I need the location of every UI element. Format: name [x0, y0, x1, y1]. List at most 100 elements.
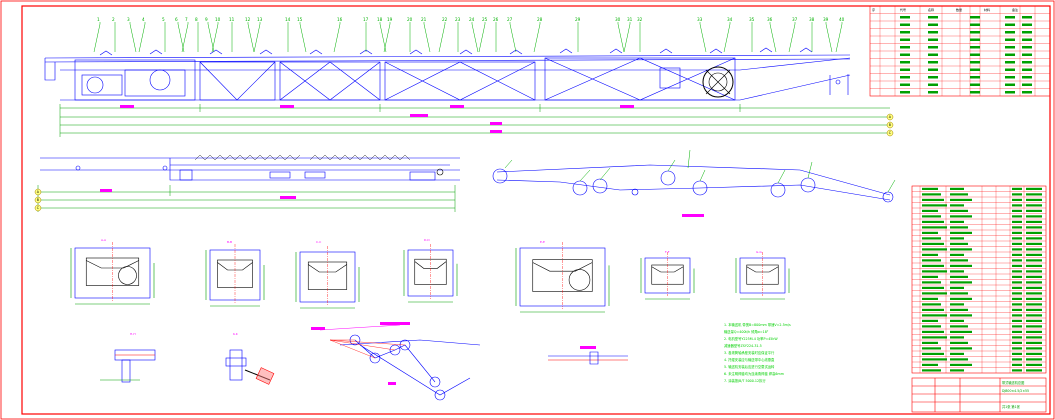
section-view	[70, 242, 155, 305]
callout-number: 16	[337, 17, 343, 22]
svg-text:C: C	[37, 206, 40, 210]
section-label-g: G-G	[756, 250, 762, 254]
callout-number: 3	[127, 17, 130, 22]
callout-number: 15	[297, 17, 303, 22]
plan-view	[40, 154, 460, 181]
callout-number: 34	[727, 17, 733, 22]
callout-number: 39	[823, 17, 829, 22]
main-elevation-view	[44, 47, 851, 101]
detail-view-k	[225, 349, 275, 385]
section-label-e: E-E	[540, 240, 545, 244]
main-dimension-text	[120, 105, 634, 133]
callout-number: 10	[215, 17, 221, 22]
section-view	[640, 252, 695, 300]
svg-text:B: B	[37, 198, 39, 202]
callout-number: 30	[615, 17, 621, 22]
callout-number: 38	[809, 17, 815, 22]
callout-number: 35	[749, 17, 755, 22]
callout-number: 4	[142, 17, 145, 22]
callout-number: 7	[185, 17, 188, 22]
note-line: 3. 各滚筒轴承座安装时应保证平行	[724, 351, 775, 355]
section-label-d: D-D	[424, 238, 430, 242]
callout-number: 37	[792, 17, 798, 22]
svg-text:A: A	[889, 115, 892, 119]
joint-detail-label	[580, 346, 596, 349]
svg-text:B: B	[889, 123, 891, 127]
callout-number: 13	[257, 17, 263, 22]
section-label-h: H-H	[130, 332, 136, 336]
callout-number: 2	[112, 17, 115, 22]
callout-number: 25	[482, 17, 488, 22]
callout-number: 31	[627, 17, 633, 22]
section-label-f: F-F	[665, 250, 670, 254]
title-block	[911, 377, 1047, 413]
tension-labels	[311, 322, 410, 385]
circle-ref: C	[34, 204, 42, 212]
top-callout-leaders	[93, 22, 843, 53]
callout-number: 27	[507, 17, 513, 22]
plan-circle-references: ABC	[34, 188, 42, 212]
table-header-cell: 材料	[984, 7, 990, 12]
callout-number: 8	[195, 17, 198, 22]
callout-number: 17	[363, 17, 369, 22]
callout-number: 40	[839, 17, 845, 22]
note-line: 输送量Q=400t/h 倾角α=18°	[724, 330, 769, 334]
parts-list-table	[911, 185, 1047, 374]
callout-number: 18	[377, 17, 383, 22]
note-line: 减速器型号ZSY224-31.5	[724, 344, 762, 348]
callout-number: 6	[175, 17, 178, 22]
section-label-k: K-K	[233, 332, 238, 336]
tension-diagram	[319, 324, 481, 401]
detail-view-h	[100, 349, 156, 383]
tension-leaders	[329, 339, 406, 359]
callout-number: 1	[97, 17, 100, 22]
callout-number: 14	[285, 17, 291, 22]
callout-number: 32	[637, 17, 643, 22]
callout-number: 5	[162, 17, 165, 22]
section-view	[735, 252, 790, 300]
title-block-subtitle: DJ800×4.5/2×55	[1002, 389, 1029, 393]
note-line: 5. 输送机安装后应进行空载试运转	[724, 365, 775, 369]
plan-dimension-text	[100, 189, 296, 199]
section-view	[515, 242, 610, 313]
belt-routing-diagram	[492, 164, 894, 203]
circle-ref: A	[886, 113, 894, 121]
section-view	[295, 246, 360, 309]
joint-detail	[548, 351, 628, 365]
section-view	[205, 244, 265, 307]
svg-text:A: A	[37, 190, 40, 194]
callout-number: 23	[455, 17, 461, 22]
circle-ref: B	[886, 121, 894, 129]
section-view	[403, 244, 458, 303]
callout-number: 20	[407, 17, 413, 22]
section-label-a: A-A	[101, 238, 107, 242]
belt-routing-label	[682, 214, 704, 217]
callout-number: 28	[537, 17, 543, 22]
note-line: 7. 涂装按JB/T 5000.12执行	[724, 379, 766, 383]
table-header-cell: 数量	[956, 7, 962, 12]
note-line: 1. 本输送机 带宽B=800mm 带速V=2.5m/s	[724, 323, 791, 327]
callout-number: 33	[697, 17, 703, 22]
svg-text:C: C	[889, 131, 892, 135]
callout-number: 36	[767, 17, 773, 22]
callout-number: 22	[442, 17, 448, 22]
callout-number: 11	[229, 17, 235, 22]
section-views	[70, 242, 790, 313]
main-dimension-lines	[59, 104, 890, 137]
top-materials-table: 序代号名称数量材料备注	[869, 5, 1051, 97]
note-line: 2. 电机型号Y225M-4 功率P=45kW	[724, 337, 778, 341]
section-label-c: C-C	[316, 240, 322, 244]
circle-ref: C	[886, 129, 894, 137]
technical-notes: 1. 本输送机 带宽B=800mm 带速V=2.5m/s 输送量Q=400t/h…	[724, 322, 791, 385]
table-header-cell: 序	[872, 7, 875, 12]
callout-number: 24	[469, 17, 475, 22]
callout-number: 12	[245, 17, 251, 22]
callout-number: 26	[493, 17, 499, 22]
belt-routing-leaders	[504, 149, 896, 193]
callout-number: 29	[575, 17, 581, 22]
section-label-b: B-B	[227, 240, 233, 244]
callout-number: 19	[387, 17, 393, 22]
